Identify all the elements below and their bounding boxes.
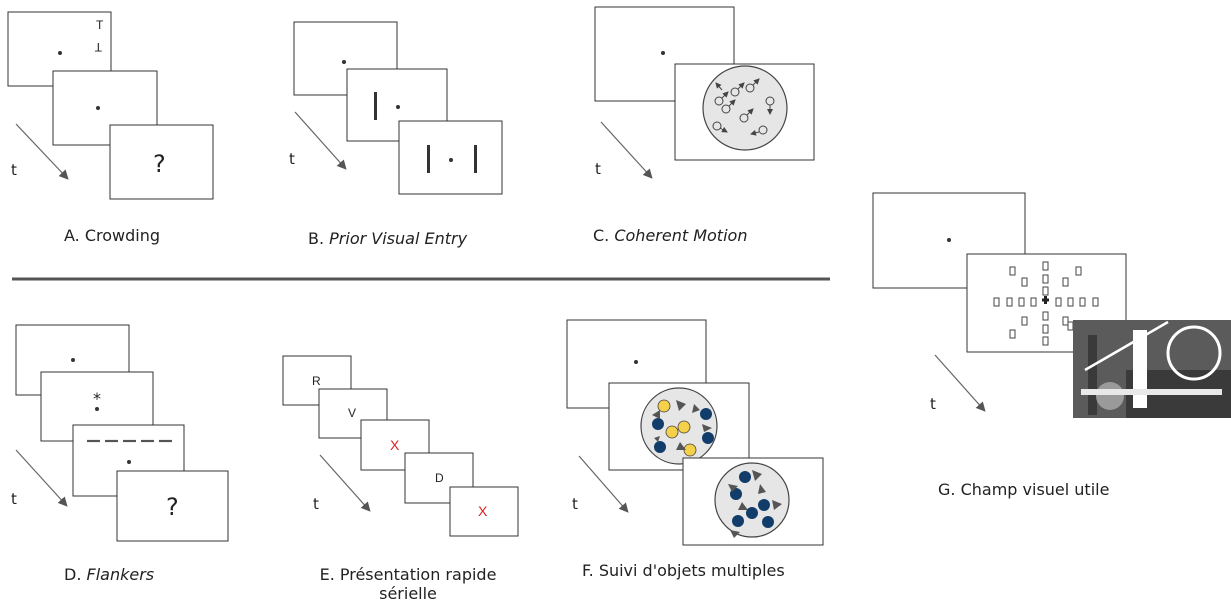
- caption-prefix: C.: [593, 226, 615, 245]
- fixation-dot: [96, 106, 100, 110]
- caption-f: F. Suivi d'objets multiples: [582, 561, 785, 580]
- caption-a: A. Crowding: [64, 226, 160, 245]
- fixation-dot: [127, 460, 131, 464]
- caption-name: Flankers: [86, 565, 155, 584]
- time-label: t: [930, 395, 936, 413]
- central-target: [1042, 296, 1049, 304]
- caption-name-line2: sérielle: [379, 584, 437, 603]
- stream-letter: D: [435, 471, 444, 485]
- caption-name: Présentation rapide: [339, 565, 497, 584]
- caption-name: Suivi d'objets multiples: [598, 561, 785, 580]
- question-mark: ?: [153, 150, 166, 178]
- time-arrow: [15, 123, 69, 180]
- aperture-disc: [714, 462, 790, 538]
- fixation-dot: [71, 358, 75, 362]
- panel-g-ufov: t: [872, 192, 1231, 418]
- caption-g: G. Champ visuel utile: [938, 480, 1109, 499]
- caption-prefix: B.: [308, 229, 330, 248]
- caption-prefix: A.: [64, 226, 85, 245]
- time-arrow: [294, 111, 347, 170]
- motion-dots: [712, 78, 775, 136]
- time-label: t: [313, 495, 319, 513]
- caption-name: Champ visuel utile: [960, 480, 1110, 499]
- fixation-dot: [661, 51, 665, 55]
- bar-stimulus: [427, 145, 430, 173]
- caption-b: B. Prior Visual Entry: [308, 229, 467, 248]
- panel-b-prior-visual-entry: t: [289, 21, 503, 195]
- caption-e: E. Présentation rapide sérielle: [298, 565, 518, 603]
- visual-mask: [1073, 320, 1231, 418]
- panel-e-rsvp: R V X D X t: [282, 355, 519, 537]
- time-arrow: [319, 454, 371, 512]
- fixation-dot: [396, 105, 400, 109]
- panel-c-coherent-motion: t: [594, 6, 815, 179]
- frame-a3: [109, 124, 214, 200]
- caption-name: Coherent Motion: [614, 226, 748, 245]
- time-label: t: [289, 150, 295, 168]
- time-label: t: [595, 160, 601, 178]
- fixation-dot: [342, 60, 346, 64]
- time-arrow: [600, 121, 653, 179]
- caption-c: C. Coherent Motion: [593, 226, 747, 245]
- target-letter-red: X: [390, 437, 400, 453]
- bar-stimulus: [374, 92, 377, 120]
- fixation-dot: [634, 360, 638, 364]
- caption-name: Prior Visual Entry: [329, 229, 468, 248]
- target-letter-red: X: [478, 503, 488, 519]
- time-arrow: [934, 354, 986, 412]
- frame-e5: [449, 486, 519, 537]
- target-letter: T: [96, 18, 104, 32]
- caption-prefix: D.: [64, 565, 87, 584]
- bar-stimulus: [474, 145, 477, 173]
- panel-d-flankers: * ? t: [11, 324, 229, 542]
- time-arrow: [578, 455, 629, 513]
- panel-a-crowding: T T ? t: [7, 11, 214, 200]
- time-label: t: [11, 490, 17, 508]
- time-label: t: [572, 495, 578, 513]
- flanker-letter: T: [94, 40, 102, 54]
- caption-prefix: F.: [582, 561, 599, 580]
- time-label: t: [11, 161, 17, 179]
- aperture-disc: [702, 65, 788, 151]
- frame-b3: [398, 120, 503, 195]
- question-mark: ?: [166, 493, 179, 521]
- ufov-search-array: [993, 261, 1099, 346]
- time-arrow: [15, 449, 68, 507]
- caption-name: Crowding: [84, 226, 161, 245]
- tracking-objects: [728, 470, 782, 538]
- fixation-dot: [947, 238, 951, 242]
- fixation-dot: [449, 158, 453, 162]
- tracking-objects-cued: [652, 399, 714, 457]
- cue-star: *: [93, 389, 101, 408]
- stream-letter: V: [348, 406, 356, 420]
- fixation-dot: [58, 51, 62, 55]
- caption-d: D. Flankers: [64, 565, 154, 584]
- panel-f-mot: t: [566, 319, 824, 546]
- caption-prefix: E.: [319, 565, 340, 584]
- frame-d4: [116, 470, 229, 542]
- stream-letter: R: [312, 374, 321, 388]
- caption-prefix: G.: [938, 480, 961, 499]
- frame-b2: [346, 68, 448, 142]
- fixation-dot: [95, 407, 99, 411]
